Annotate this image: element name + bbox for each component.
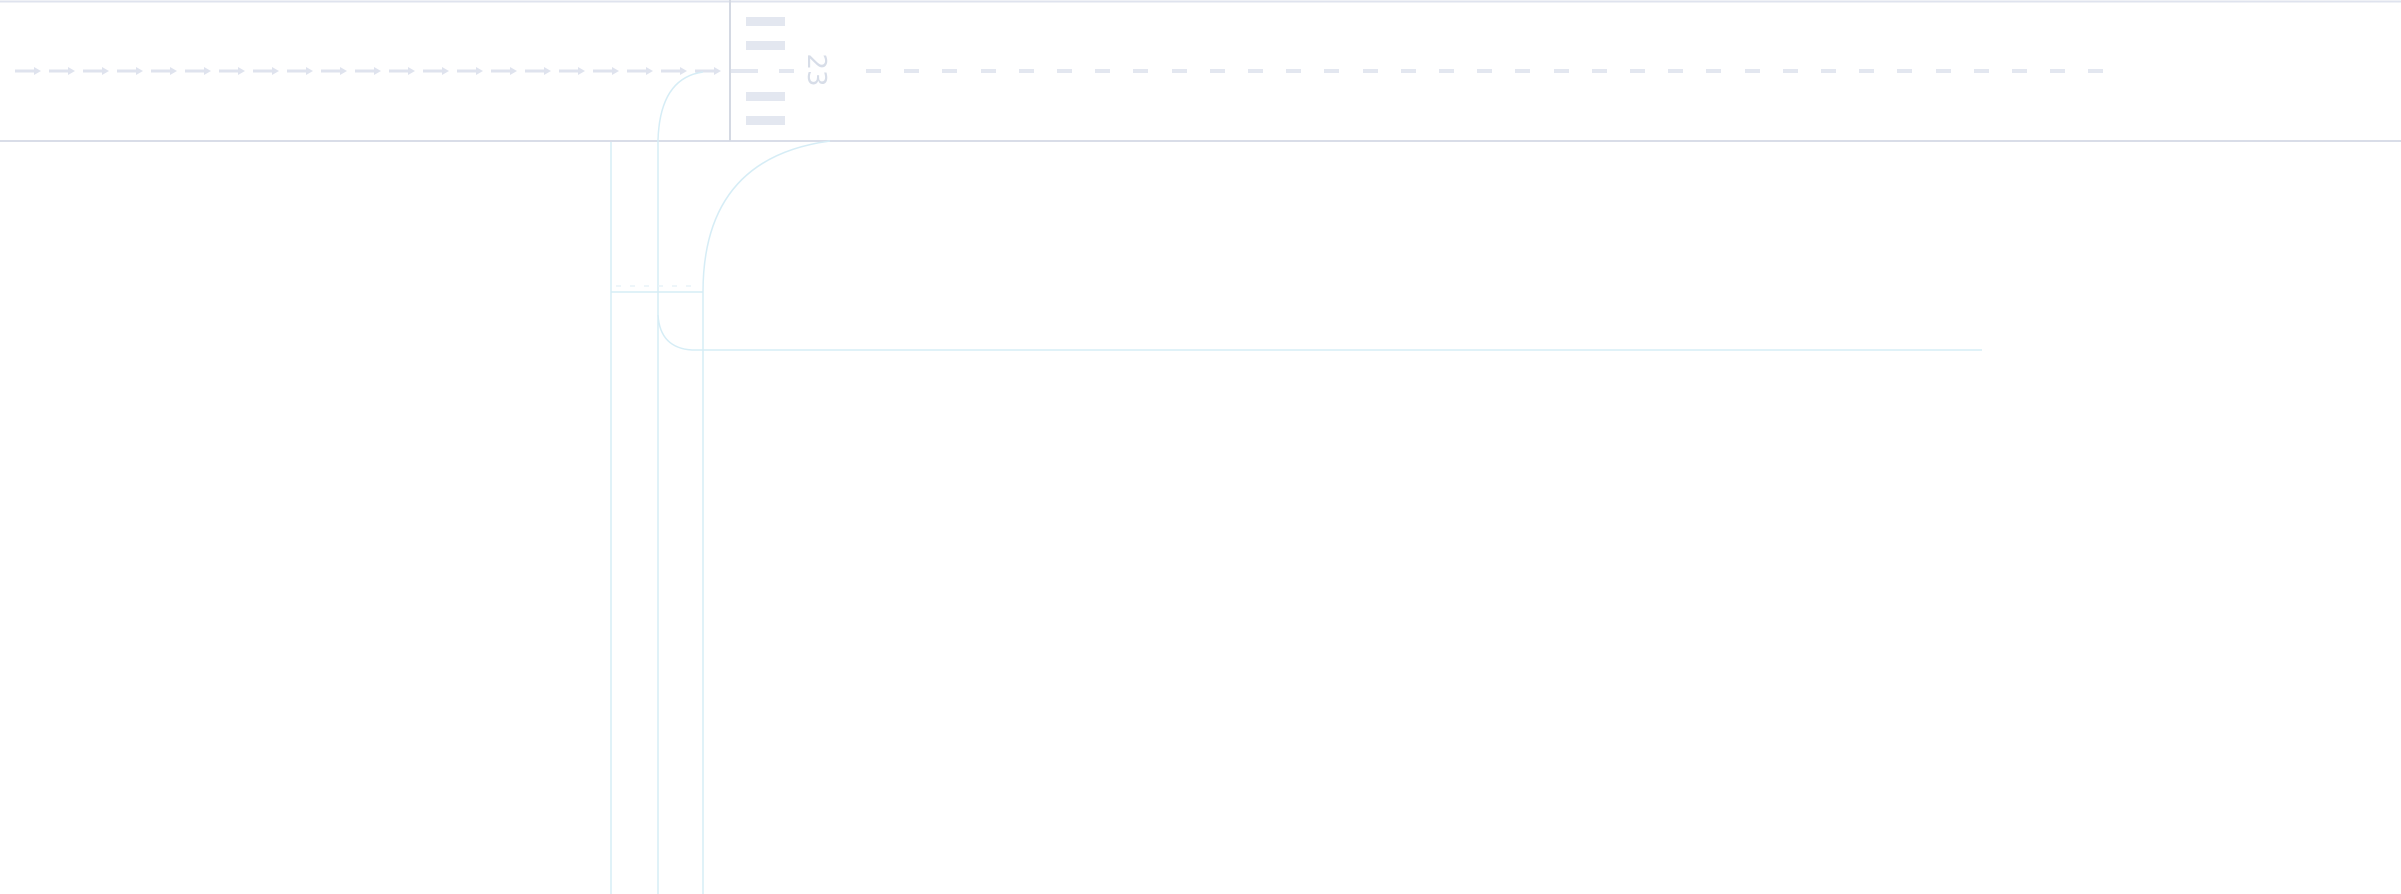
ramp-outer-curve	[702, 140, 831, 293]
lane-dash	[1210, 69, 1225, 73]
stop-bar	[746, 17, 785, 125]
right-arrow-icon	[287, 67, 313, 75]
lane-dash	[1324, 69, 1339, 73]
lane-dash	[1363, 69, 1378, 73]
right-arrow-icon	[49, 67, 75, 75]
stop-bar-stripe	[746, 92, 785, 101]
right-arrow-icon	[15, 67, 41, 75]
ramp-lower-edge	[657, 314, 1982, 351]
lane-dash	[1554, 69, 1569, 73]
right-arrow-icon	[525, 67, 551, 75]
right-arrow-icon	[185, 67, 211, 75]
right-arrow-icon	[83, 67, 109, 75]
lane-dash	[1668, 69, 1683, 73]
lane-dash	[1057, 69, 1072, 73]
right-arrow-icon	[253, 67, 279, 75]
lane-dash	[1095, 69, 1110, 73]
lane-dash	[1172, 69, 1187, 73]
lane-dash	[2088, 69, 2103, 73]
lane-dash	[779, 69, 794, 73]
road-number-label: 23	[801, 53, 831, 86]
right-arrow-icon	[219, 67, 245, 75]
ramp-inner-curve	[657, 71, 704, 894]
lane-dash	[1019, 69, 1034, 73]
lane-dash	[1974, 69, 1989, 73]
lane-dash	[2050, 69, 2065, 73]
lane-dashes	[730, 69, 2103, 73]
lane-dash	[1821, 69, 1836, 73]
right-arrow-icon	[423, 67, 449, 75]
right-arrow-icon	[695, 67, 721, 75]
lane-dash	[730, 69, 758, 73]
lane-dash	[942, 69, 957, 73]
stop-bar-stripe	[746, 41, 785, 50]
right-arrow-icon	[491, 67, 517, 75]
lane-dash	[1897, 69, 1912, 73]
right-arrow-icon	[117, 67, 143, 75]
lane-dash	[1401, 69, 1416, 73]
lane-dash	[1477, 69, 1492, 73]
lane-dash	[1936, 69, 1951, 73]
lane-dash	[1248, 69, 1263, 73]
lane-dash	[1783, 69, 1798, 73]
lane-dash	[1706, 69, 1721, 73]
lane-dash	[904, 69, 919, 73]
lane-dash	[1133, 69, 1148, 73]
right-arrow-icon	[559, 67, 585, 75]
lane-dash	[1859, 69, 1874, 73]
stop-bar-stripe	[746, 116, 785, 125]
lane-dash	[2012, 69, 2027, 73]
lane-dash	[1745, 69, 1760, 73]
lane-arrows	[15, 67, 721, 75]
right-arrow-icon	[593, 67, 619, 75]
lane-dash	[1439, 69, 1454, 73]
lane-dash	[981, 69, 996, 73]
lane-dash	[1630, 69, 1645, 73]
side-road	[610, 71, 1982, 894]
lane-dash	[1286, 69, 1301, 73]
right-arrow-icon	[457, 67, 483, 75]
right-arrow-icon	[355, 67, 381, 75]
right-arrow-icon	[321, 67, 347, 75]
lane-dash	[866, 69, 881, 73]
right-arrow-icon	[627, 67, 653, 75]
right-arrow-icon	[661, 67, 687, 75]
right-arrow-icon	[389, 67, 415, 75]
right-arrow-icon	[151, 67, 177, 75]
stop-bar-stripe	[746, 17, 785, 26]
lane-dash	[1515, 69, 1530, 73]
lane-dash	[1592, 69, 1607, 73]
